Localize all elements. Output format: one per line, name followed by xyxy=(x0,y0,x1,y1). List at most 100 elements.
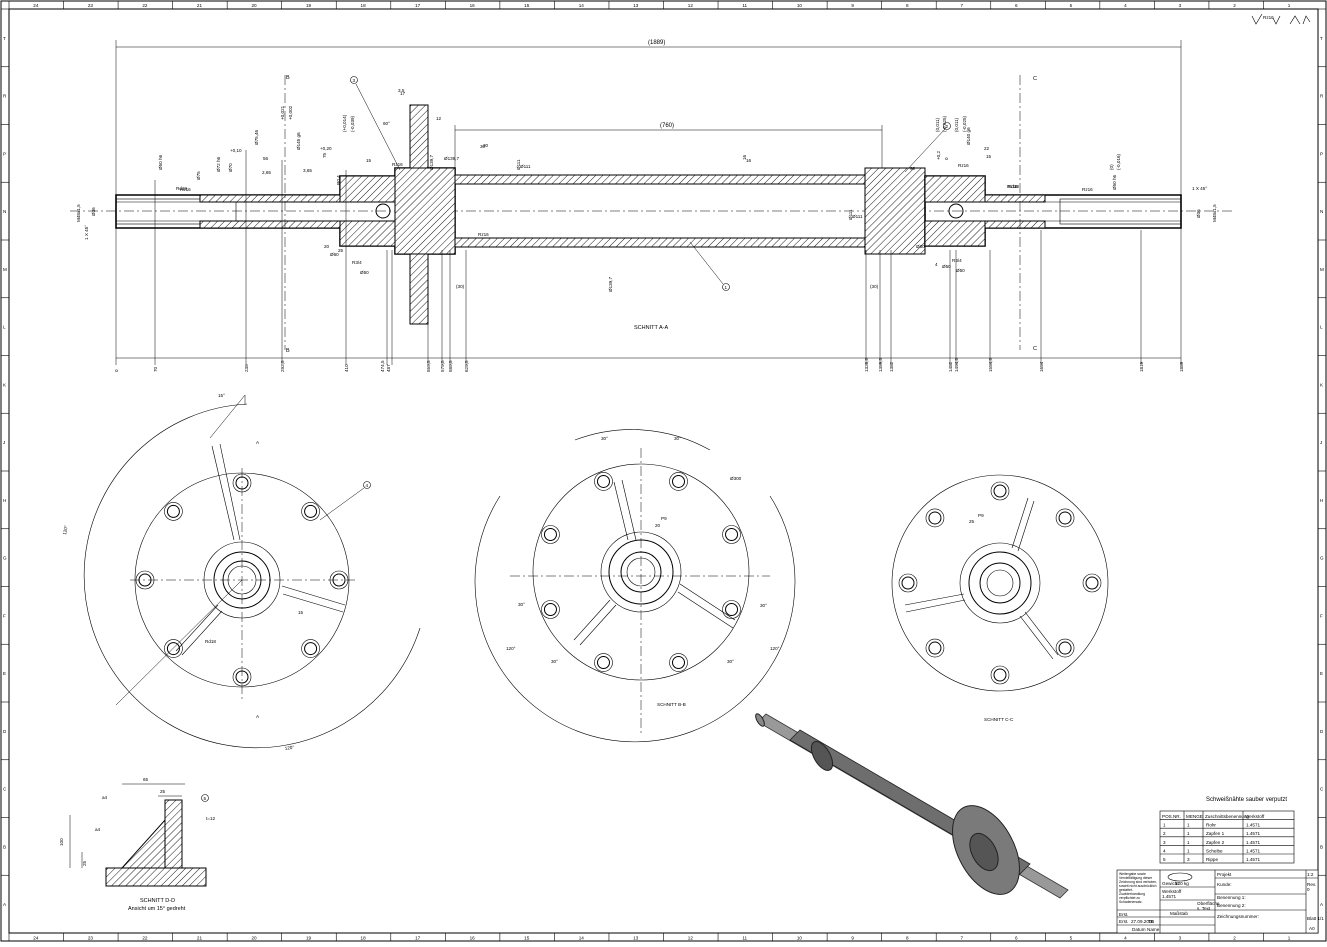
right-dimension-label: 15 xyxy=(986,154,992,159)
bolt-hole-inner xyxy=(901,576,915,590)
grid-col-bottom: 7 xyxy=(960,936,963,941)
station-label: 410 xyxy=(344,364,349,372)
bom-cell: 1.4571 xyxy=(1246,840,1260,845)
left-dimension-label: 0 xyxy=(329,146,332,151)
grid-col-top: 16 xyxy=(470,3,476,8)
grid-col-top: 19 xyxy=(306,3,312,8)
left-dimension-label: Ø36 xyxy=(91,207,96,216)
grid-col-bottom: 24 xyxy=(33,936,39,941)
bolt-hole xyxy=(594,653,613,672)
balloon-5 xyxy=(201,794,209,802)
mid-dimension-label: 30 xyxy=(480,144,486,149)
grid-col-bottom: 5 xyxy=(1070,936,1073,941)
bom-cell: Rippe xyxy=(1206,857,1218,862)
svg-text:3: 3 xyxy=(353,78,356,83)
grid-row-left: J xyxy=(3,440,5,445)
left-dimension-label: Ø145 g6 xyxy=(296,132,301,150)
bolt-hole-inner xyxy=(928,511,942,525)
bolt-hole xyxy=(301,639,320,658)
left-dimension-label: 56 xyxy=(263,156,269,161)
grid-col-top: 1 xyxy=(1288,3,1291,8)
bolt-hole-inner xyxy=(672,474,686,488)
grid-col-top: 3 xyxy=(1179,3,1182,8)
weld-detail: 65 25 100 25 a4 a4 t=12 5 SCHNITT D-D An… xyxy=(59,777,216,912)
grid-row-right: M xyxy=(1320,267,1324,272)
general-surface-symbol: Rz16 xyxy=(1251,13,1311,25)
grid-col-bottom: 12 xyxy=(688,936,694,941)
bom-table: Schweißnähte sauber verputzt POS.NR.MENG… xyxy=(1159,797,1295,864)
grid-row-left: G xyxy=(3,556,7,561)
bolt-hole-inner xyxy=(332,573,346,587)
left-dimension-label: M48x1,5 xyxy=(76,204,81,222)
grid-row-right: P xyxy=(1320,151,1323,156)
svg-text:Rd18: Rd18 xyxy=(205,639,216,644)
bolt-hole-inner xyxy=(304,504,318,518)
station-label: 1494,5 xyxy=(954,358,959,372)
left-dimension-label: 3,5 xyxy=(398,88,405,93)
balloon-1 xyxy=(722,283,730,291)
cc-label: SCHNITT C-C xyxy=(984,717,1014,722)
svg-text:30°: 30° xyxy=(601,436,608,441)
grid-row-left: B xyxy=(3,844,6,849)
station-label: 0 xyxy=(114,369,119,372)
bolt-hole-inner xyxy=(928,641,942,655)
station-label: 579,5 xyxy=(440,360,445,372)
bom-cell: 1.4571 xyxy=(1246,831,1260,836)
grid-col-bottom: 18 xyxy=(361,936,367,941)
svg-text:Blatt 1/1: Blatt 1/1 xyxy=(1307,916,1324,921)
left-dimension-label: Ø111 xyxy=(516,159,521,170)
grid-col-bottom: 15 xyxy=(524,936,530,941)
grid-col-top: 21 xyxy=(197,3,203,8)
bolt-hole-inner xyxy=(235,670,249,684)
svg-text:Kunde:: Kunde: xyxy=(1217,882,1232,887)
grid-col-top: 24 xyxy=(33,3,39,8)
weld-detail-sublabel: Ansicht um 15° gedreht xyxy=(128,906,186,912)
section-mark-b-top: B xyxy=(286,75,290,81)
section-mark-c-bottom: C xyxy=(1033,346,1037,352)
svg-text:a4: a4 xyxy=(102,795,108,800)
left-dimension-label: (0,011) xyxy=(935,117,940,132)
bb-p9: P9 xyxy=(661,516,667,521)
left-dimension-label: +0,002 xyxy=(288,105,293,120)
svg-text:Rz16: Rz16 xyxy=(1263,15,1274,20)
svg-text:1:2: 1:2 xyxy=(1307,872,1314,877)
svg-text:Zeichnungsnummer:: Zeichnungsnummer: xyxy=(1217,914,1259,919)
right-dimension-label: (30) xyxy=(870,284,879,289)
station-label: 1326,5 xyxy=(864,358,869,372)
svg-text:Rz16: Rz16 xyxy=(478,232,489,237)
right-dimension-label: Ø139,7 xyxy=(608,276,613,292)
bom-cell: 5 xyxy=(1163,857,1166,862)
svg-text:30°: 30° xyxy=(674,436,681,441)
left-dimension-label: (-0,025) xyxy=(942,115,947,132)
bolt-hole xyxy=(722,525,741,544)
grid-col-bottom: 20 xyxy=(251,936,257,941)
bolt-hole-inner xyxy=(725,527,739,541)
right-dimension-label: 30 xyxy=(483,143,489,148)
station-label: 70 xyxy=(153,366,158,372)
grid-col-bottom: 17 xyxy=(415,936,421,941)
dd-angle-120-a: 120° xyxy=(62,525,69,535)
svg-text:65: 65 xyxy=(143,777,149,782)
grid-col-bottom: 6 xyxy=(1015,936,1018,941)
bom-cell: 1 xyxy=(1187,848,1190,853)
grid-col-bottom: 11 xyxy=(742,936,747,941)
left-dimension-label: 15 xyxy=(366,158,372,163)
right-dimension-label: 16 xyxy=(742,154,747,160)
grid-col-top: 9 xyxy=(851,3,854,8)
station-label: 629,5 xyxy=(464,360,469,372)
right-dimension-label: (-0,016) xyxy=(1116,153,1121,170)
cc-width: 25 xyxy=(969,519,975,524)
dd-width-15: 15 xyxy=(298,610,304,615)
grid-row-left: C xyxy=(3,787,7,792)
station-label: 292,5 xyxy=(280,360,285,372)
bolt-hole-inner xyxy=(235,476,249,490)
bom-header: POS.NR. xyxy=(1162,814,1181,819)
right-dimension-label: +0,2 xyxy=(936,150,941,160)
left-dimension-label: 0 xyxy=(239,148,242,153)
svg-text:TB: TB xyxy=(1148,919,1154,924)
svg-text:Rz16: Rz16 xyxy=(180,187,191,192)
bolt-hole xyxy=(669,653,688,672)
svg-text:Gewicht:: Gewicht: xyxy=(1162,881,1180,886)
